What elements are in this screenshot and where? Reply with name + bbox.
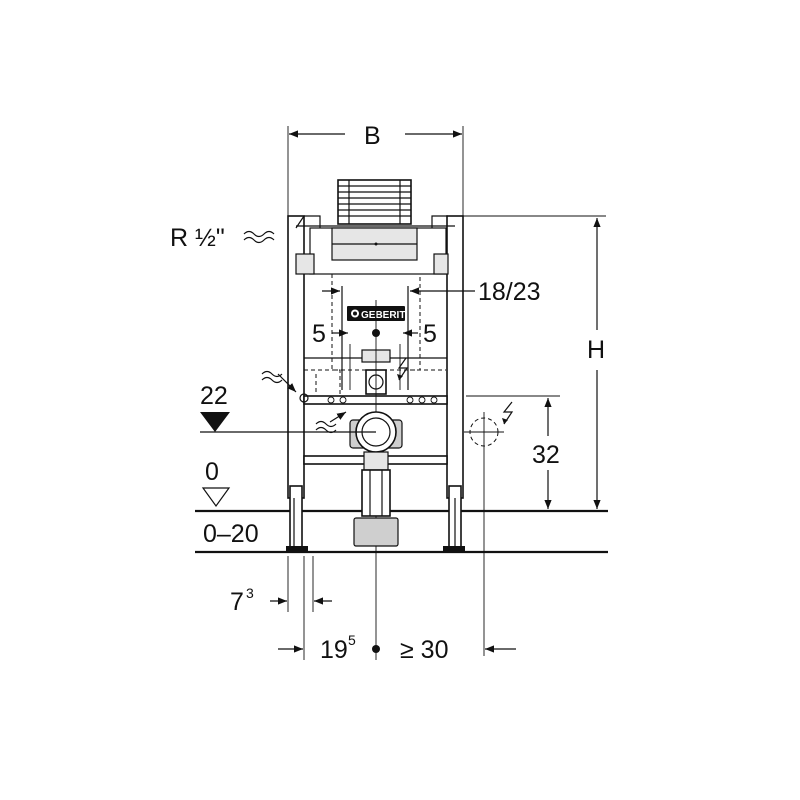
dimension-32: 32 <box>466 395 560 509</box>
center-label-exp: 5 <box>348 632 356 648</box>
min-distance-label: ≥ 30 <box>400 636 448 664</box>
width-label: B <box>364 122 381 150</box>
dimension-bottom: 19 5 ≥ 30 <box>278 556 516 664</box>
water-symbols <box>243 230 347 434</box>
dimension-b: B <box>287 122 464 216</box>
brand-logo: GEBERIT <box>361 310 405 321</box>
foot-label: 7 <box>230 588 244 616</box>
height-label: H <box>587 336 605 364</box>
dimension-22: 22 <box>200 382 376 433</box>
mounting-frame <box>286 215 465 552</box>
actuator-plate <box>337 179 412 225</box>
floor-lines <box>195 509 608 554</box>
floor-range-label: 0–20 <box>203 520 259 548</box>
dimension-foot: 7 3 <box>230 556 332 616</box>
flush-pipe-label: 18/23 <box>478 278 541 306</box>
outlet-height-label: 22 <box>200 382 228 410</box>
water-inlet-icon <box>243 230 275 244</box>
inlet-label: R ½" <box>170 224 225 252</box>
water-wave-icon-drain <box>315 420 337 434</box>
floor-level-label: 0 <box>205 458 219 486</box>
dimension-h: H <box>463 215 606 509</box>
offset-left-label: 5 <box>312 320 326 348</box>
lightning-icon <box>502 401 514 425</box>
lightning-icon-center <box>397 357 409 381</box>
water-wave-icon-left <box>261 370 283 384</box>
offset-right-label: 5 <box>423 320 437 348</box>
foot-label-exp: 3 <box>246 585 254 601</box>
center-label: 19 <box>320 636 348 664</box>
floor-level: 0 0–20 <box>201 458 259 548</box>
electrical-socket <box>397 357 514 656</box>
dimension-flush-pipe: 18/23 <box>322 278 541 306</box>
dimension-offsets: 5 5 <box>312 320 437 348</box>
socket-height-label: 32 <box>532 441 560 469</box>
